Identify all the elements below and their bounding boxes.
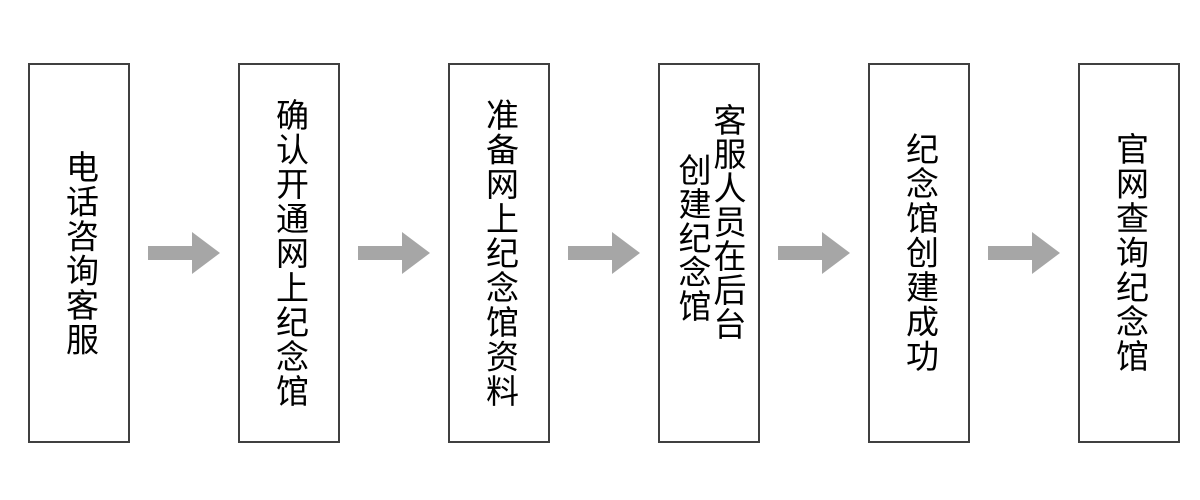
arrow-right-icon — [778, 232, 850, 274]
arrow-right-icon — [568, 232, 640, 274]
flow-connector-2 — [340, 63, 448, 443]
flow-connector-5 — [970, 63, 1078, 443]
flow-node-label: 电话咨询客服 — [60, 149, 100, 357]
flow-node-label: 确认开通网上纪念馆 — [270, 97, 310, 409]
flow-node-label: 官网查询纪念馆 — [1110, 132, 1150, 374]
flow-connector-1 — [130, 63, 238, 443]
flow-node-label: 纪念馆创建成功 — [900, 132, 940, 374]
arrow-right-icon — [148, 232, 220, 274]
flow-node-label-column-2: 创建纪念馆 — [673, 153, 712, 323]
flow-node-prepare-memorial-materials[interactable]: 准备网上纪念馆资料 — [448, 63, 550, 443]
flow-connector-4 — [760, 63, 868, 443]
flow-node-label: 准备网上纪念馆资料 — [480, 97, 520, 409]
flowchart-sequence: 电话咨询客服 确认开通网上纪念馆 准备网上纪念馆资料 客服人员在 — [28, 63, 1180, 443]
arrow-right-icon — [358, 232, 430, 274]
arrow-right-icon — [988, 232, 1060, 274]
flow-node-label-column-1: 客服人员在后台 — [707, 103, 747, 341]
flow-node-support-staff-creates-memorial-backend[interactable]: 客服人员在后台 创建纪念馆 — [658, 63, 760, 443]
flow-node-phone-consult-support[interactable]: 电话咨询客服 — [28, 63, 130, 443]
flow-node-query-memorial-on-official-site[interactable]: 官网查询纪念馆 — [1078, 63, 1180, 443]
flow-connector-3 — [550, 63, 658, 443]
flow-node-memorial-created-successfully[interactable]: 纪念馆创建成功 — [868, 63, 970, 443]
flow-node-confirm-open-online-memorial[interactable]: 确认开通网上纪念馆 — [238, 63, 340, 443]
